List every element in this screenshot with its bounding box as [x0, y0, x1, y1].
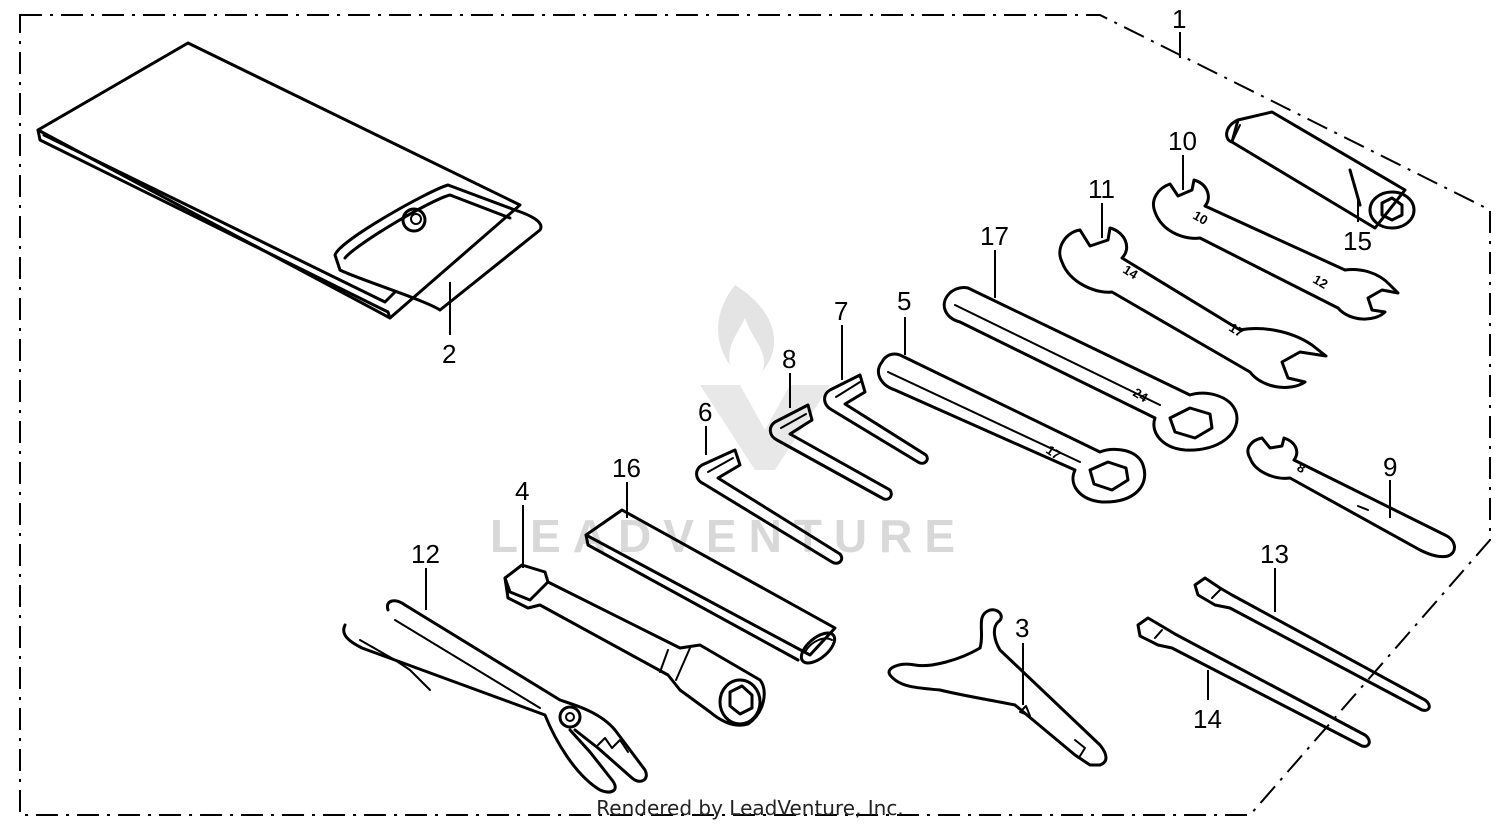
callout-5: 5 [897, 286, 911, 316]
socket-handle [1225, 110, 1416, 230]
flat-bar [584, 508, 837, 665]
callout-11: 11 [1088, 174, 1115, 204]
screwdriver-flat [1136, 616, 1371, 748]
kit-boundary [19, 14, 1491, 816]
callout-12: 12 [411, 539, 440, 569]
hex-key-medium [768, 403, 893, 501]
callout-8: 8 [782, 344, 796, 374]
size-stamp-10: 10 [1191, 208, 1211, 228]
callout-6: 6 [698, 397, 712, 427]
size-stamp-24: 24 [1130, 385, 1151, 406]
hex-key-small [695, 448, 844, 565]
callout-14: 14 [1193, 704, 1222, 734]
size-stamp-17: 17 [1226, 320, 1246, 340]
size-stamp-12: 12 [1311, 272, 1331, 292]
pliers [342, 599, 648, 794]
callout-17: 17 [980, 221, 1009, 251]
footer-credit: Rendered by LeadVenture, Inc. [596, 796, 904, 820]
screwdriver-phillips [1193, 576, 1431, 712]
wrench-10-12: 10 12 [1152, 178, 1400, 321]
callout-2: 2 [442, 339, 456, 369]
spark-plug-wrench [503, 563, 766, 727]
callout-1: 1 [1172, 4, 1186, 34]
hex-key-large [823, 373, 929, 465]
watermark-text: LEADVENTURE [490, 510, 967, 562]
tool-bag [36, 41, 543, 320]
callout-3: 3 [1015, 613, 1029, 643]
wrench-14-17: 14 17 [1058, 226, 1328, 389]
callout-16: 16 [612, 453, 641, 483]
callout-10: 10 [1168, 126, 1197, 156]
callout-4: 4 [515, 476, 529, 506]
box-wrench-24: 24 [942, 286, 1239, 452]
box-wrench-17: 17 [877, 352, 1147, 504]
leader-lines [425, 32, 1391, 705]
callout-9: 9 [1383, 452, 1397, 482]
pin-spanner [887, 608, 1108, 767]
size-stamp-17b: 17 [1043, 442, 1063, 463]
callout-15: 15 [1343, 226, 1372, 256]
callout-7: 7 [834, 296, 848, 326]
callouts: 1 2 3 4 5 6 7 8 9 10 11 12 13 14 15 16 1… [411, 4, 1397, 734]
size-stamp-14: 14 [1120, 262, 1141, 283]
callout-13: 13 [1260, 539, 1289, 569]
watermark: LEADVENTURE [490, 285, 967, 562]
